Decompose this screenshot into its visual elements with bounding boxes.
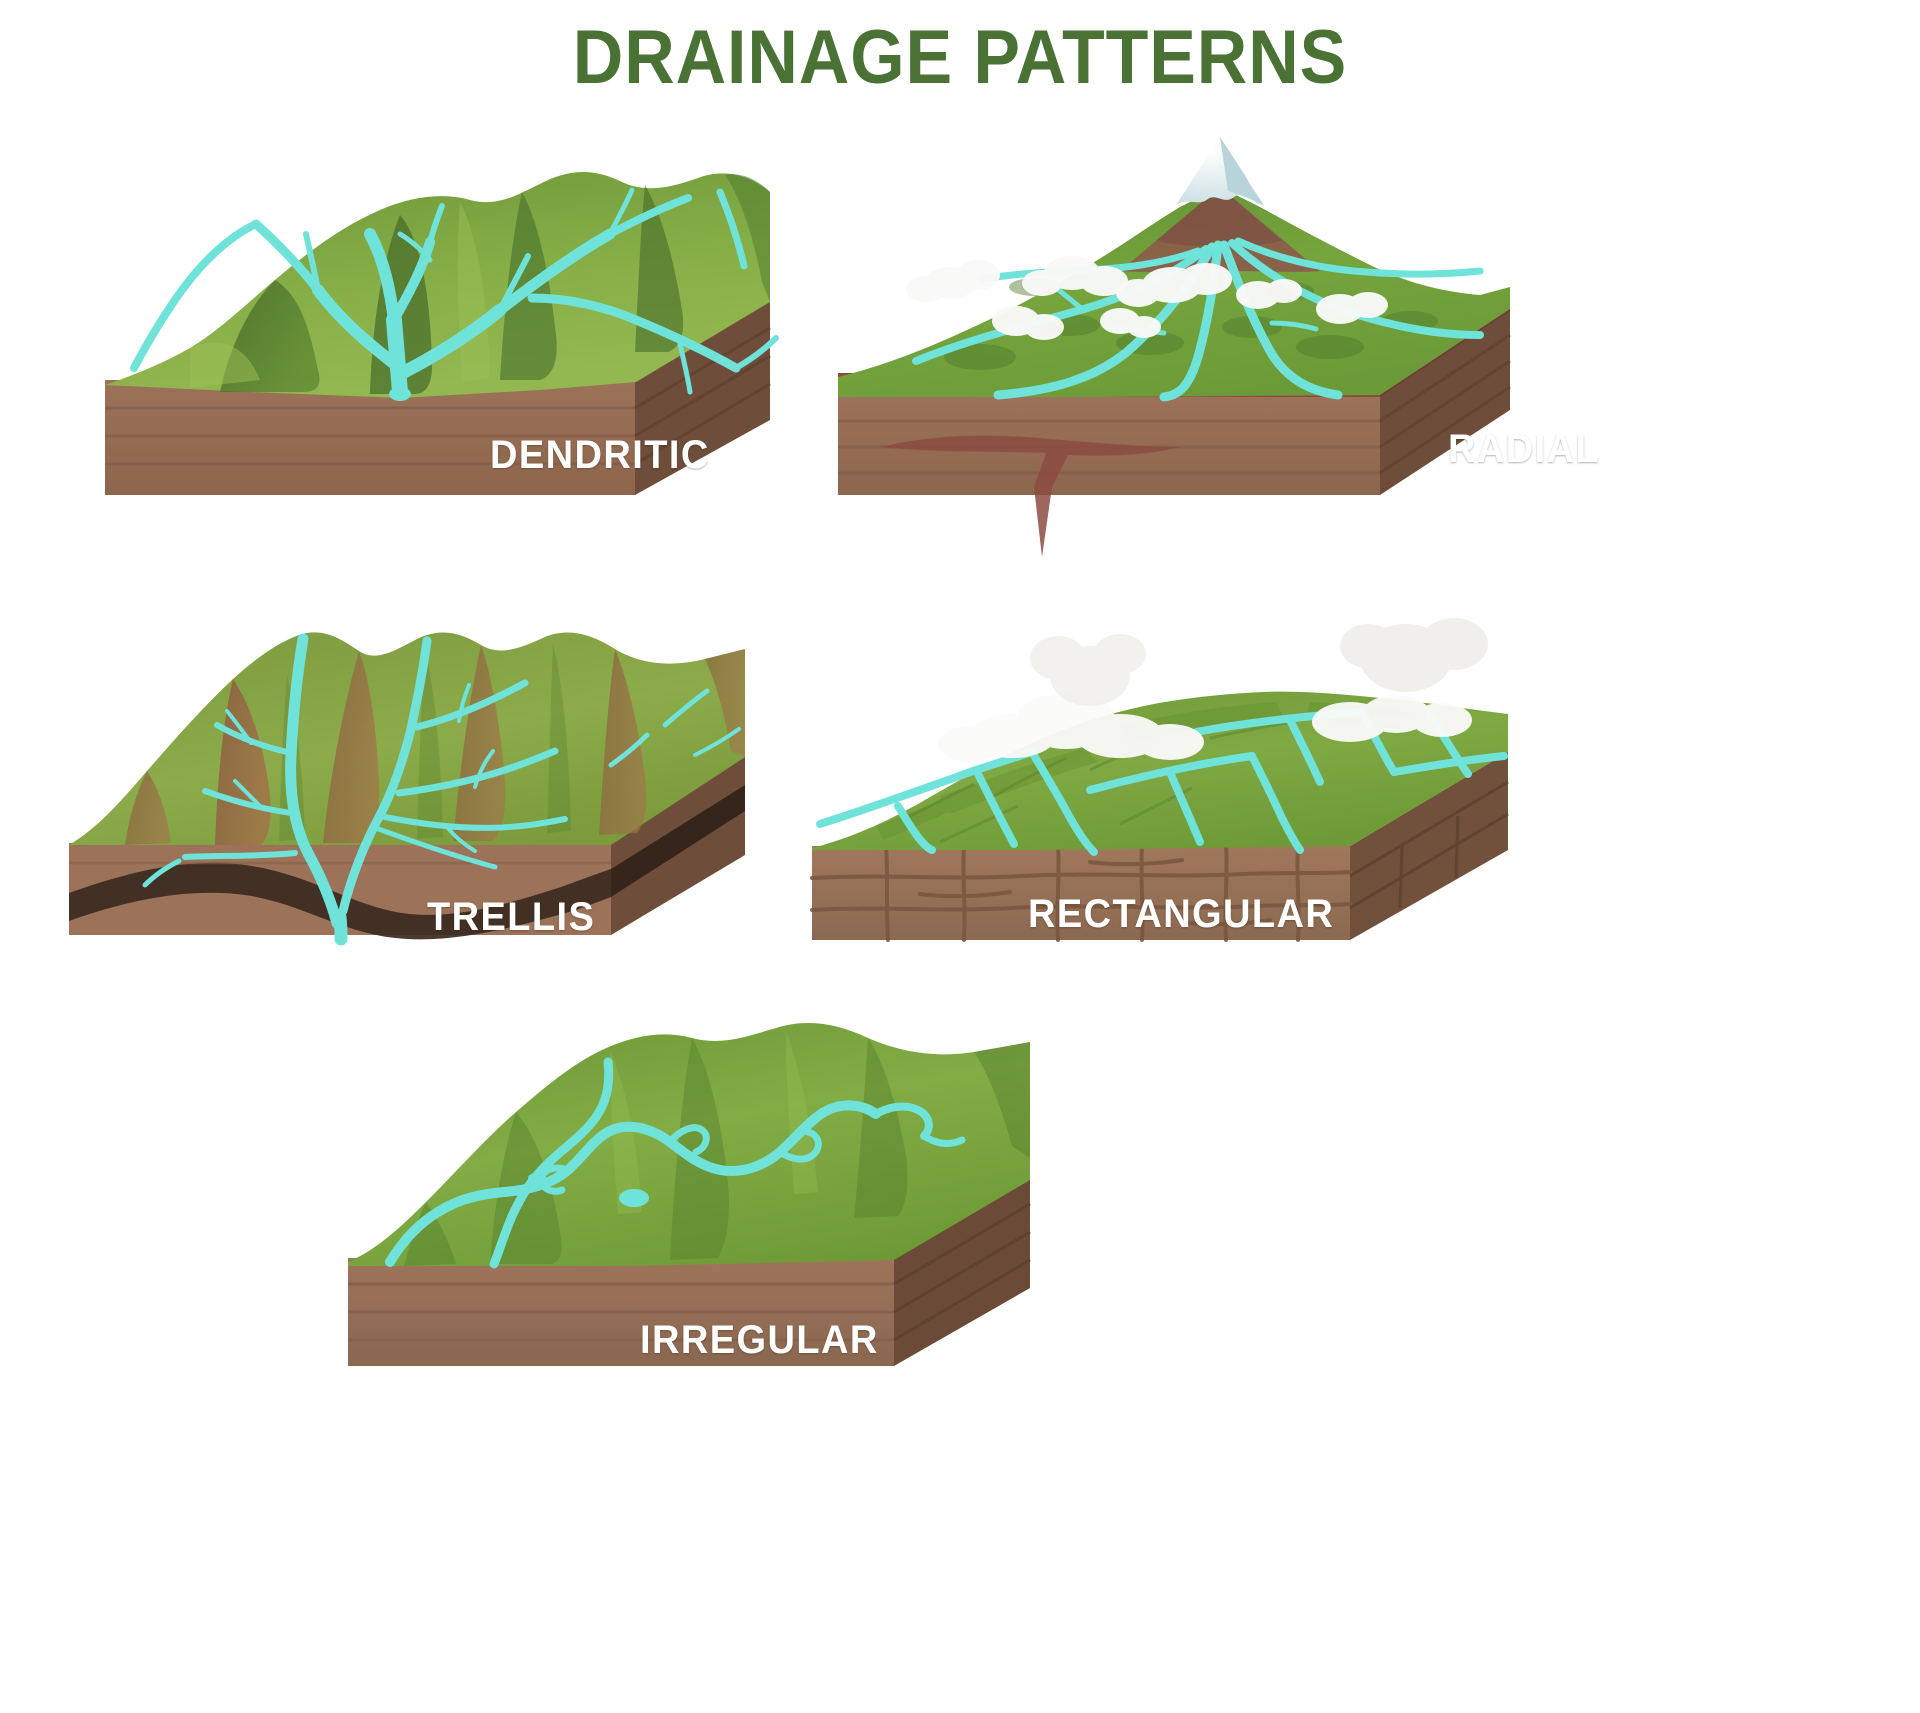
cloud-icon: [1316, 292, 1388, 324]
cloud-icon: [938, 694, 1204, 762]
cloud-icon: [1022, 256, 1128, 296]
page-title: DRAINAGE PATTERNS: [572, 15, 1348, 100]
block-trellis: TRELLIS: [55, 605, 785, 965]
cloud-icon: [992, 306, 1064, 340]
block-rectangular: RECTANGULAR: [790, 610, 1550, 960]
oxbow-lake: [619, 1189, 649, 1207]
strata-lines: [348, 1282, 894, 1342]
cloud-icon: [1236, 279, 1302, 309]
joint-fractures: [810, 844, 1352, 942]
smoke-plume: [1340, 618, 1488, 692]
stream-outlet: [389, 387, 411, 401]
folded-strata: [69, 862, 611, 940]
cloud-icon: [1100, 308, 1161, 338]
soil-side: [1350, 752, 1508, 940]
cloud-group: [906, 256, 1388, 340]
stream-network-irregular: [385, 1057, 966, 1269]
block-dendritic: DENDRITIC: [70, 130, 800, 600]
ridge-bands: [125, 645, 745, 845]
cloud-icon: [1312, 695, 1472, 742]
oxbow-lake-small: [528, 1173, 544, 1183]
smoke-plume: [1030, 634, 1146, 706]
cloud-icon: [906, 260, 1000, 302]
block-radial: RADIAL: [820, 95, 1599, 565]
dark-side-band: [611, 785, 745, 897]
strata-lines: [105, 406, 635, 466]
fog-group: [938, 618, 1488, 762]
joint-fractures-side: [1349, 780, 1509, 910]
cloud-icon: [1116, 263, 1232, 307]
stream-network-trellis: [142, 633, 741, 946]
magma-dike: [880, 435, 1180, 557]
stream-network-dendritic: [130, 187, 779, 400]
block-irregular: IRREGULAR: [330, 1000, 1050, 1400]
soil-base: [812, 846, 1350, 940]
